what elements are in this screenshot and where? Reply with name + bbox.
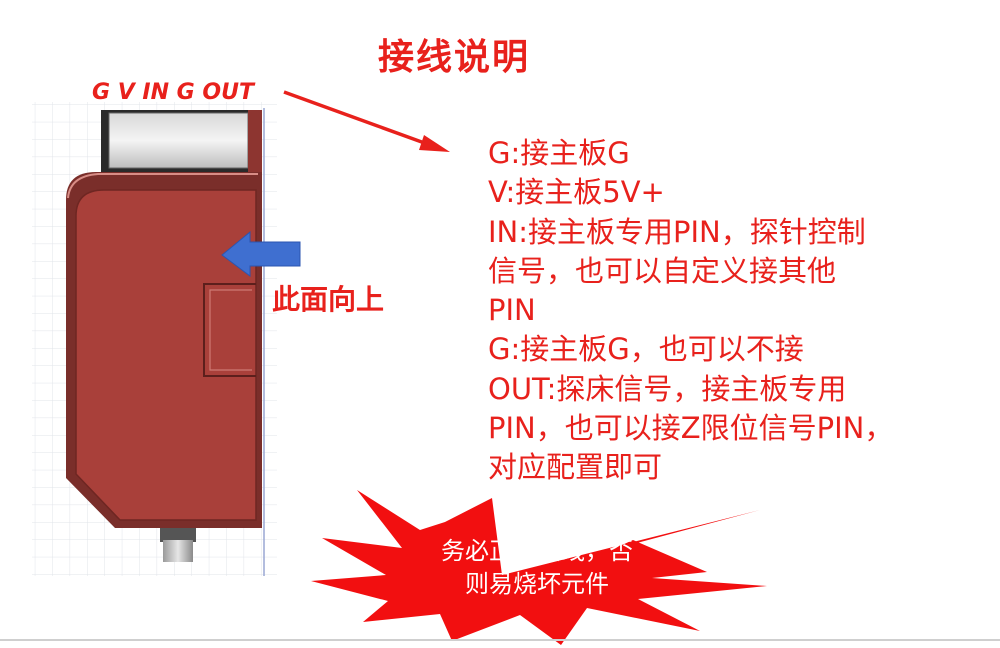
red-pointer-arrow-icon [283, 90, 450, 152]
connector [101, 110, 262, 182]
description-line: 信号，也可以自定义接其他 [488, 253, 837, 288]
description-line: PIN [488, 293, 536, 328]
wiring-description: G:接主板G V:接主板5V+ IN:接主板专用PIN，探针控制 信号，也可以自… [488, 134, 958, 488]
warning-line: 务必正确接线，否 [441, 537, 633, 565]
blue-arrow-left-icon [221, 230, 301, 277]
warning-line: 则易烧坏元件 [465, 570, 609, 598]
warning-starburst-icon [311, 490, 767, 645]
probe-tip [160, 528, 196, 562]
pin-order-label: G V IN G OUT [92, 80, 254, 105]
face-up-label: 此面向上 [272, 283, 385, 316]
description-line: PIN，也可以接Z限位信号PIN， [488, 411, 894, 446]
divider [0, 639, 1000, 641]
description-line: G:接主板G，也可以不接 [488, 332, 804, 367]
sensor-housing [66, 172, 262, 528]
description-line: G:接主板G [488, 136, 630, 170]
page-title: 接线说明 [378, 37, 531, 78]
description-line: V:接主板5V+ [488, 175, 665, 210]
description-line: 对应配置即可 [488, 450, 663, 485]
description-line: OUT:探床信号，接主板专用 [488, 371, 847, 406]
description-line: IN:接主板专用PIN，探针控制 [488, 214, 866, 249]
warning-text: 务必正确接线，否 则易烧坏元件 [392, 535, 682, 601]
